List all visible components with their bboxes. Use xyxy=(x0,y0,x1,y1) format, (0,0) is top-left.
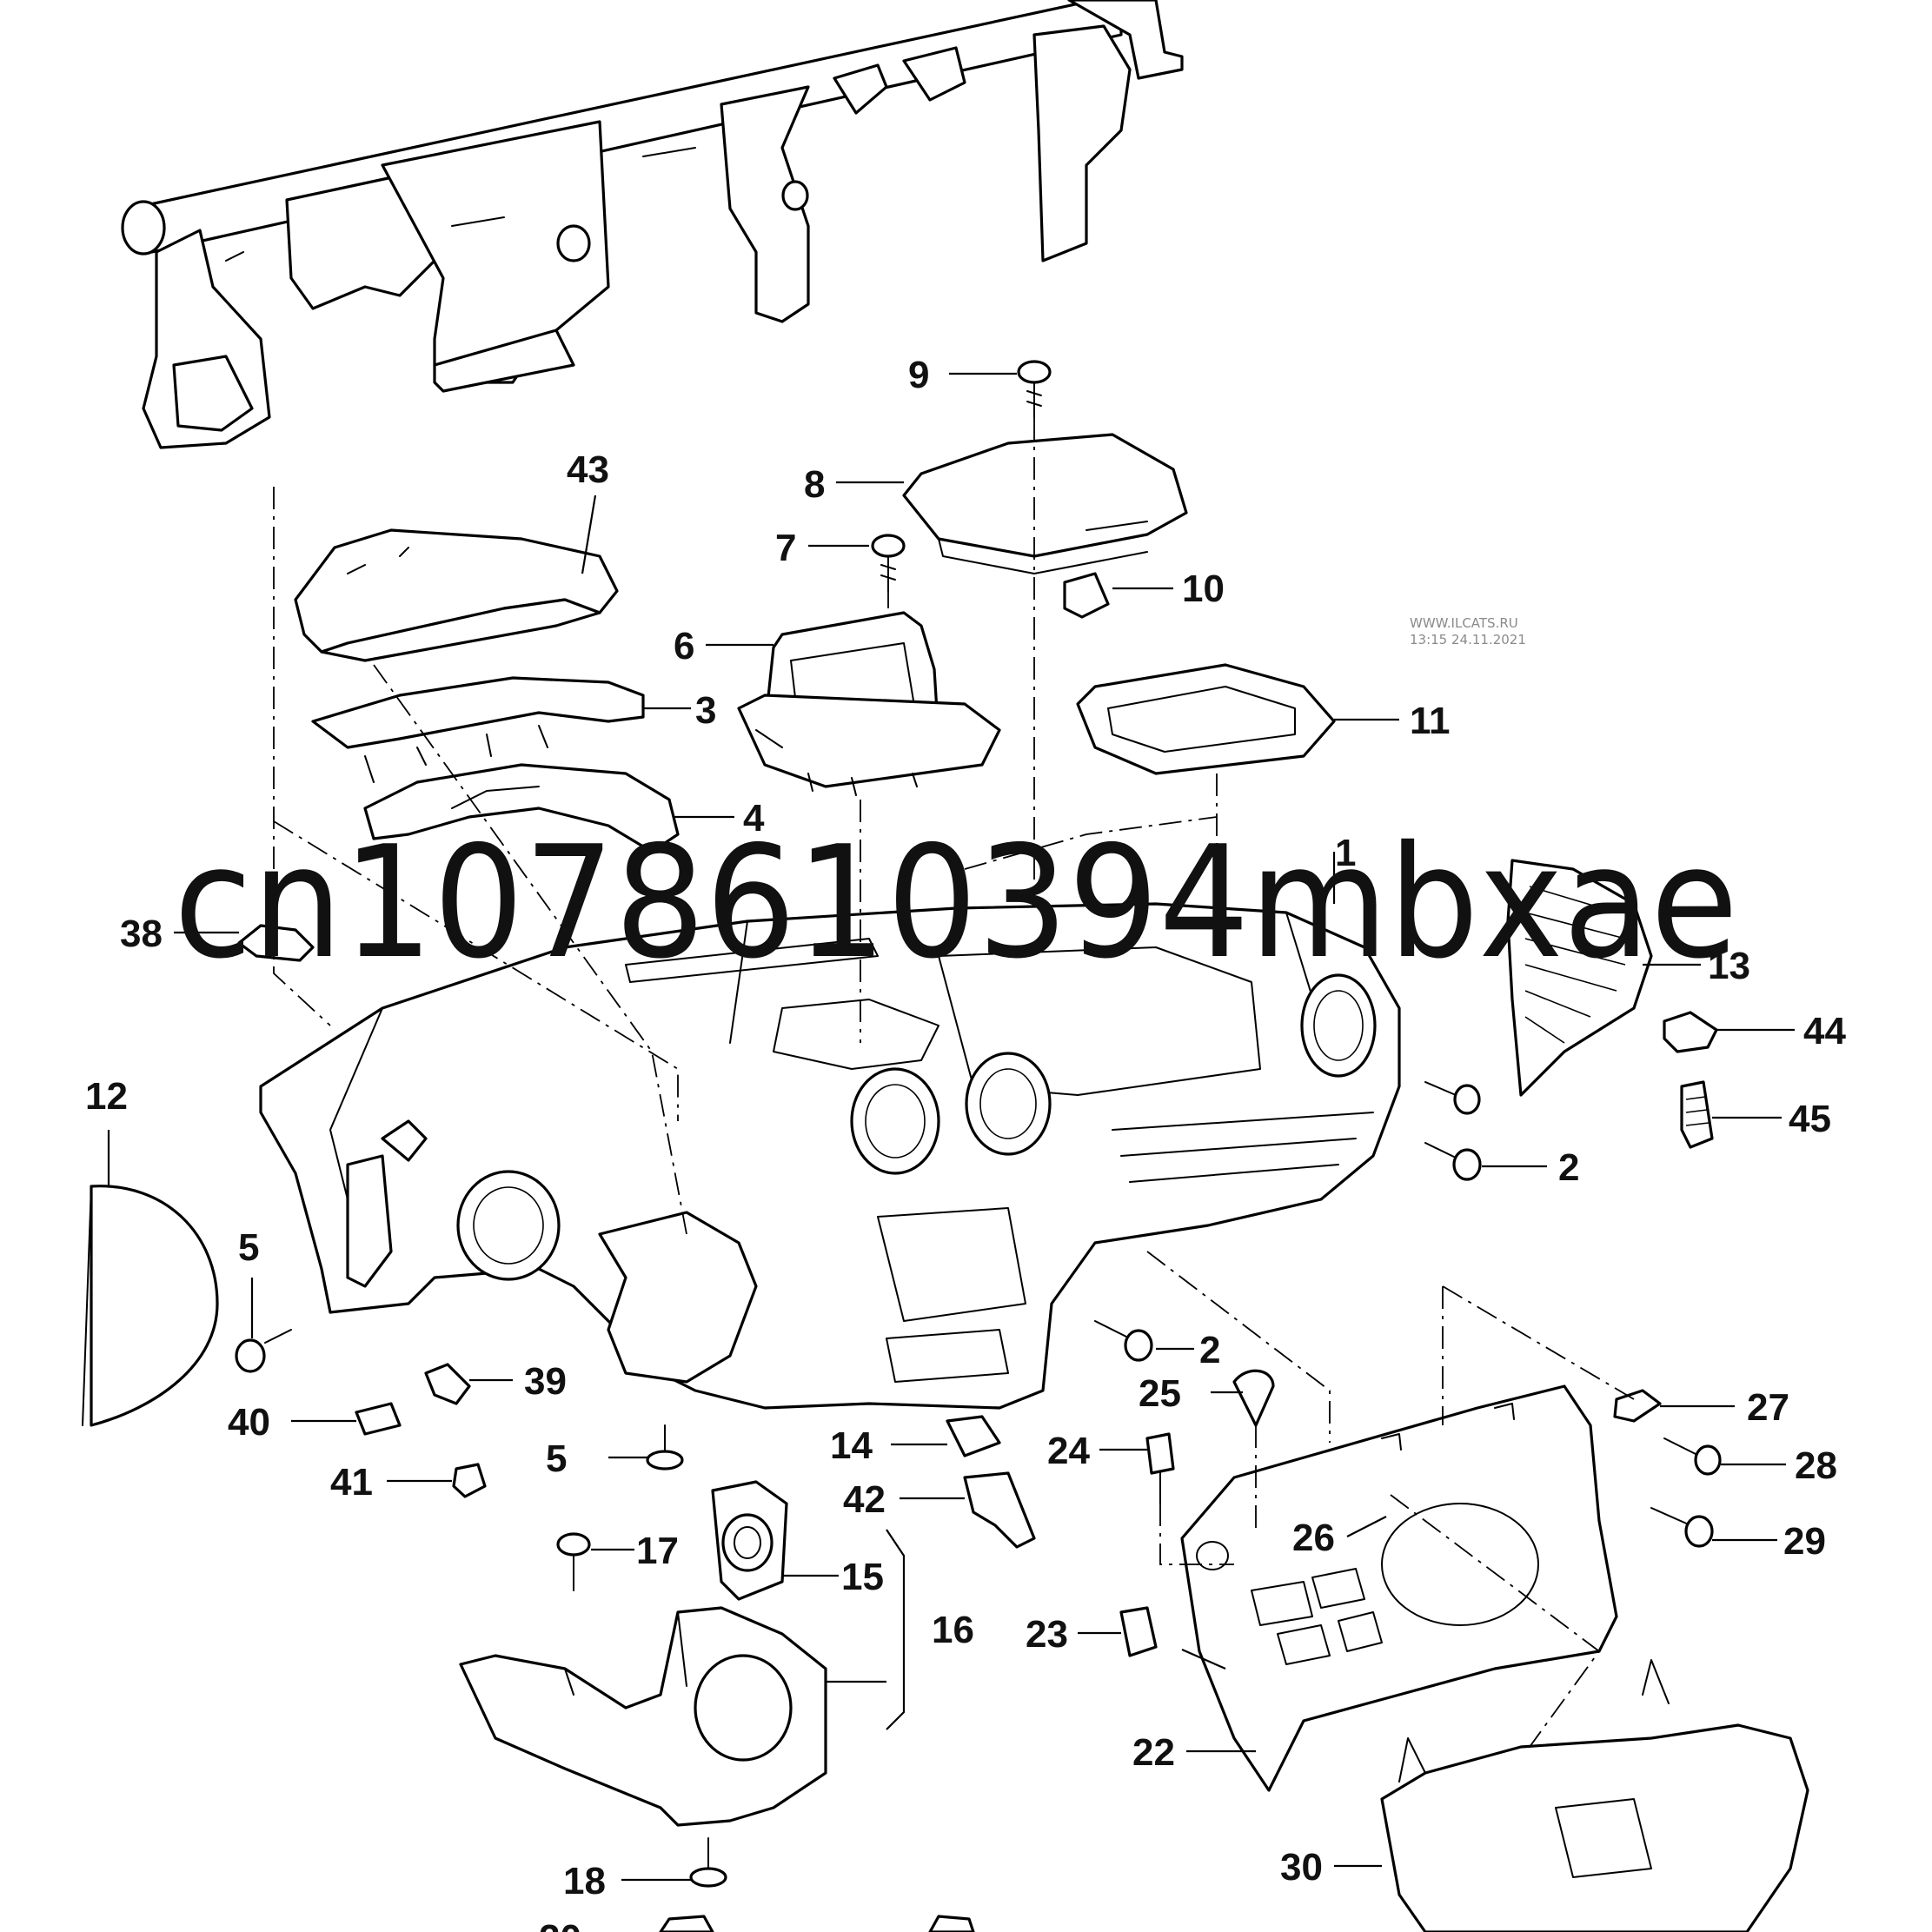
part-1-dashboard xyxy=(259,902,1401,1410)
part-5-bolt-lower xyxy=(646,1424,684,1471)
part-17-screw xyxy=(556,1532,591,1591)
part-23-bracket xyxy=(1119,1606,1158,1657)
label-3: 3 xyxy=(695,689,716,732)
part-42-bracket xyxy=(963,1471,1036,1549)
label-11: 11 xyxy=(1410,700,1451,742)
label-38: 38 xyxy=(120,913,163,955)
label-22: 22 xyxy=(1132,1731,1175,1774)
part-41-nut xyxy=(452,1463,487,1498)
part-44-clip xyxy=(1663,1011,1718,1053)
part-2-bolt-right xyxy=(1424,1142,1482,1181)
label-14: 14 xyxy=(830,1424,873,1467)
label-6: 6 xyxy=(674,625,694,667)
part-45-grille xyxy=(1680,1080,1714,1149)
part-10-clip xyxy=(1063,572,1110,619)
cross-car-beam xyxy=(121,0,1184,449)
label-42: 42 xyxy=(843,1478,886,1521)
part-5-bolt-left xyxy=(235,1329,292,1373)
label-5a: 5 xyxy=(238,1226,259,1269)
label-16: 16 xyxy=(932,1609,974,1651)
label-27: 27 xyxy=(1747,1386,1789,1429)
label-4: 4 xyxy=(743,797,765,840)
label-5b: 5 xyxy=(546,1437,567,1480)
part-28-bolt xyxy=(1663,1437,1722,1476)
leader-lines xyxy=(107,372,1795,1882)
part-30-glovebox-bin xyxy=(1380,1659,1809,1932)
part-11-storage-tray xyxy=(1076,663,1336,775)
part-13-side-trim xyxy=(1506,859,1653,1097)
part-29-bolt xyxy=(1650,1507,1714,1548)
label-8: 8 xyxy=(804,463,825,506)
part-2-bolt-upper xyxy=(1424,1081,1481,1115)
part-7-screw xyxy=(871,534,906,592)
label-40: 40 xyxy=(228,1401,270,1444)
label-18: 18 xyxy=(563,1860,606,1902)
part-40-clip xyxy=(355,1402,402,1436)
part-14-clip xyxy=(946,1415,1001,1457)
label-24: 24 xyxy=(1047,1430,1090,1472)
part-16-column-shroud xyxy=(459,1606,827,1827)
label-44: 44 xyxy=(1803,1010,1846,1052)
label-29: 29 xyxy=(1783,1520,1826,1563)
label-10: 10 xyxy=(1182,568,1225,610)
label-13: 13 xyxy=(1708,945,1750,987)
guide-lines xyxy=(273,417,1635,1748)
watermark-site: WWW.ILCATS.RU xyxy=(1410,615,1518,631)
label-20: 20 xyxy=(539,1917,581,1932)
label-23: 23 xyxy=(1026,1613,1068,1656)
part-2-bolt-lower xyxy=(1094,1320,1153,1362)
label-15: 15 xyxy=(841,1556,884,1598)
label-25: 25 xyxy=(1139,1372,1181,1415)
label-2b: 2 xyxy=(1199,1329,1220,1371)
part-6-display-unit xyxy=(737,611,1001,796)
label-41: 41 xyxy=(330,1461,373,1504)
label-2a: 2 xyxy=(1558,1146,1579,1189)
label-43: 43 xyxy=(567,448,609,491)
callout-labels: 9 43 8 7 10 6 3 11 4 1 38 13 44 45 12 2 … xyxy=(85,354,1846,1932)
label-39: 39 xyxy=(524,1360,567,1403)
part-18-screw xyxy=(689,1837,727,1888)
watermark-timestamp: 13:15 24.11.2021 xyxy=(1410,632,1526,647)
part-22-glovebox-housing xyxy=(1180,1384,1618,1792)
label-7: 7 xyxy=(775,527,796,569)
label-30: 30 xyxy=(1280,1846,1323,1889)
part-4-upper-shroud xyxy=(363,763,680,853)
part-15-switch-bezel xyxy=(711,1480,788,1601)
part-38-cap xyxy=(237,924,315,962)
part-3-trim-strip xyxy=(311,676,645,783)
part-27-catch xyxy=(1613,1389,1662,1423)
overlay-watermark-text: cn1078610394mbxae xyxy=(174,813,1738,993)
part-20-bracket xyxy=(659,1915,975,1932)
label-28: 28 xyxy=(1795,1444,1837,1487)
label-45: 45 xyxy=(1789,1098,1831,1140)
part-43-cluster-hood xyxy=(294,528,619,662)
part-24-buffer xyxy=(1145,1432,1175,1504)
part-39-clip xyxy=(424,1363,471,1405)
part-12-end-cap xyxy=(82,1185,219,1427)
part-9-screw xyxy=(1017,360,1052,418)
label-12: 12 xyxy=(85,1075,128,1118)
label-1: 1 xyxy=(1335,832,1356,874)
label-17: 17 xyxy=(636,1530,679,1572)
part-8-storage-lid xyxy=(902,433,1188,574)
part-25-bumper xyxy=(1232,1369,1275,1427)
label-26: 26 xyxy=(1292,1517,1335,1559)
label-9: 9 xyxy=(908,354,929,396)
